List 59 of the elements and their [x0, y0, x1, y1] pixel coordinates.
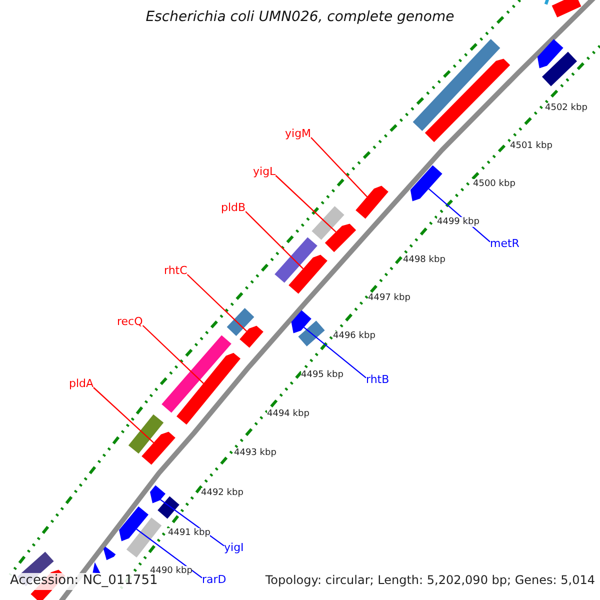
scale-label: 4491 kbp — [168, 528, 210, 538]
scale-label: 4493 kbp — [234, 448, 276, 458]
scale-label: 4499 kbp — [437, 217, 480, 228]
scale-label: 4496 kbp — [333, 331, 376, 342]
gene-feature — [226, 308, 254, 336]
gene-feature — [158, 496, 180, 519]
leader-line — [245, 211, 304, 270]
gene-feature — [274, 237, 318, 283]
leader-line — [93, 387, 154, 444]
gene-feature — [119, 506, 148, 542]
gene-feature — [142, 432, 176, 465]
gene-label: yigL — [253, 166, 276, 179]
gene-feature — [128, 414, 164, 454]
gene-label: yigI — [224, 542, 244, 555]
gene-feature — [150, 485, 166, 504]
gene-feature — [544, 0, 552, 5]
gene-label: recQ — [117, 316, 143, 329]
gene-feature — [552, 0, 582, 18]
gene-feature — [291, 310, 312, 334]
leader-line — [275, 175, 336, 232]
gene-label: rarD — [202, 574, 226, 587]
gene-feature — [542, 52, 577, 86]
gene-feature — [410, 165, 442, 202]
gene-feature — [298, 320, 325, 346]
gene-feature — [324, 224, 356, 252]
gene-label: yigM — [285, 128, 312, 141]
gene-feature — [312, 206, 344, 240]
gene-feature — [412, 39, 500, 131]
leader-line — [186, 274, 248, 332]
gene-feature — [240, 326, 264, 348]
leader-line — [304, 326, 366, 378]
gene-label: rhtC — [164, 265, 188, 278]
scale-label: 4500 kbp — [473, 179, 516, 190]
gene-feature — [162, 335, 232, 413]
gene-feature — [92, 562, 101, 574]
gene-feature — [104, 546, 116, 560]
gene-label: metR — [490, 238, 520, 251]
scale-label: 4492 kbp — [201, 488, 244, 498]
gene-feature — [126, 518, 162, 558]
scale-label: 4498 kbp — [403, 255, 446, 266]
leader-line — [142, 325, 204, 384]
leader-line — [310, 137, 368, 198]
leader-line — [136, 528, 202, 578]
gene-label: rhtB — [366, 374, 390, 387]
scale-label: 4497 kbp — [368, 293, 410, 304]
gene-label: pldA — [69, 378, 94, 391]
scale-label: 4494 kbp — [267, 409, 310, 420]
gene-label: pldB — [221, 202, 246, 215]
accession-text: Accession: NC_011751 — [8, 573, 160, 590]
gene-feature — [356, 186, 388, 219]
gene-feature — [288, 254, 328, 294]
gene-feature — [176, 352, 240, 425]
summary-text: Topology: circular; Length: 5,202,090 bp; Genes: 5,014 — [263, 573, 597, 589]
scale-label: 4495 kbp — [301, 370, 344, 380]
gene-feature — [424, 58, 510, 142]
scale-label: 4502 kbp — [545, 103, 588, 114]
title: Escherichia coli UMN026, complete genome — [144, 9, 456, 26]
gene-feature — [537, 39, 564, 68]
scale-label: 4501 kbp — [510, 141, 552, 152]
